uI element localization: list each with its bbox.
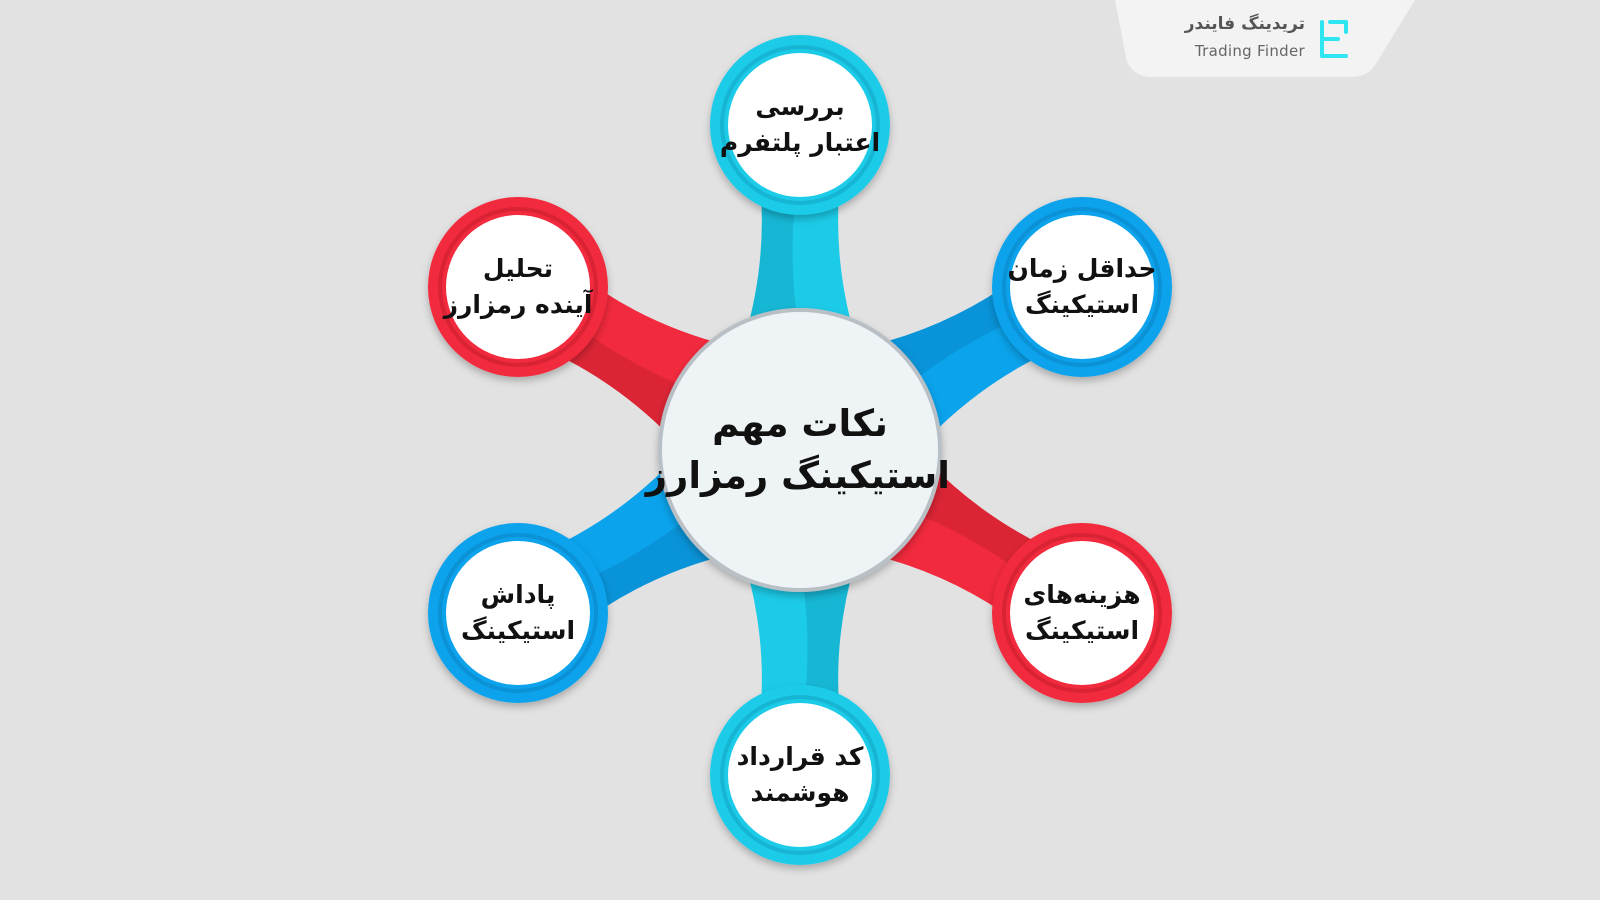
node-label-top: بررسی اعتبار پلتفرم: [690, 89, 910, 161]
node-ring-inner-upper-left: [438, 207, 598, 367]
node-ring-inner-bottom: [720, 695, 880, 855]
center-title-line: نکات مهم: [712, 402, 888, 445]
node-label-lower-left: پاداش استیکینگ: [408, 577, 628, 649]
node-disc-lower-left: [446, 541, 590, 685]
node-disc-upper-left: [446, 215, 590, 359]
node-label-upper-left-line: تحلیل: [482, 254, 554, 283]
node-label-bottom: کد قرارداد هوشمند: [690, 739, 910, 811]
center-title: نکات مهم استیکینگ رمزارز: [645, 398, 950, 502]
tf-logo-icon: [1316, 16, 1352, 66]
node-ring-inner-lower-right: [1002, 533, 1162, 693]
brand-name-fa: تریدینگ فایندر: [1184, 14, 1305, 34]
center-disc: [662, 312, 938, 588]
node-label-bottom-line: هوشمند: [750, 778, 850, 807]
node-label-top-line: بررسی: [755, 92, 845, 121]
brand-name-en: Trading Finder: [1194, 42, 1305, 60]
node-label-upper-left: تحلیل آینده رمزارز: [408, 251, 628, 323]
node-disc-bottom: [728, 703, 872, 847]
node-label-lower-right: هزینه‌های استیکینگ: [972, 577, 1192, 649]
node-label-lower-left-line: استیکینگ: [460, 616, 576, 645]
node-label-lower-left-line: پاداش: [480, 580, 556, 609]
node-label-upper-left-line: آینده رمزارز: [443, 290, 593, 319]
node-disc-top: [728, 53, 872, 197]
node-ring-inner-upper-right: [1002, 207, 1162, 367]
node-label-upper-right-line: استیکینگ: [1024, 290, 1140, 319]
node-label-lower-right-line: استیکینگ: [1024, 616, 1140, 645]
node-ring-inner-lower-left: [438, 533, 598, 693]
node-label-lower-right-line: هزینه‌های: [1023, 580, 1141, 609]
center-title-line: استیکینگ رمزارز: [645, 454, 950, 497]
node-label-upper-right: حداقل زمان استیکینگ: [972, 251, 1192, 323]
node-label-upper-right-line: حداقل زمان: [1007, 254, 1157, 283]
node-label-bottom-line: کد قرارداد: [736, 742, 864, 771]
node-label-top-line: اعتبار پلتفرم: [719, 128, 881, 157]
node-ring-inner-top: [720, 45, 880, 205]
node-disc-lower-right: [1010, 541, 1154, 685]
node-disc-upper-right: [1010, 215, 1154, 359]
